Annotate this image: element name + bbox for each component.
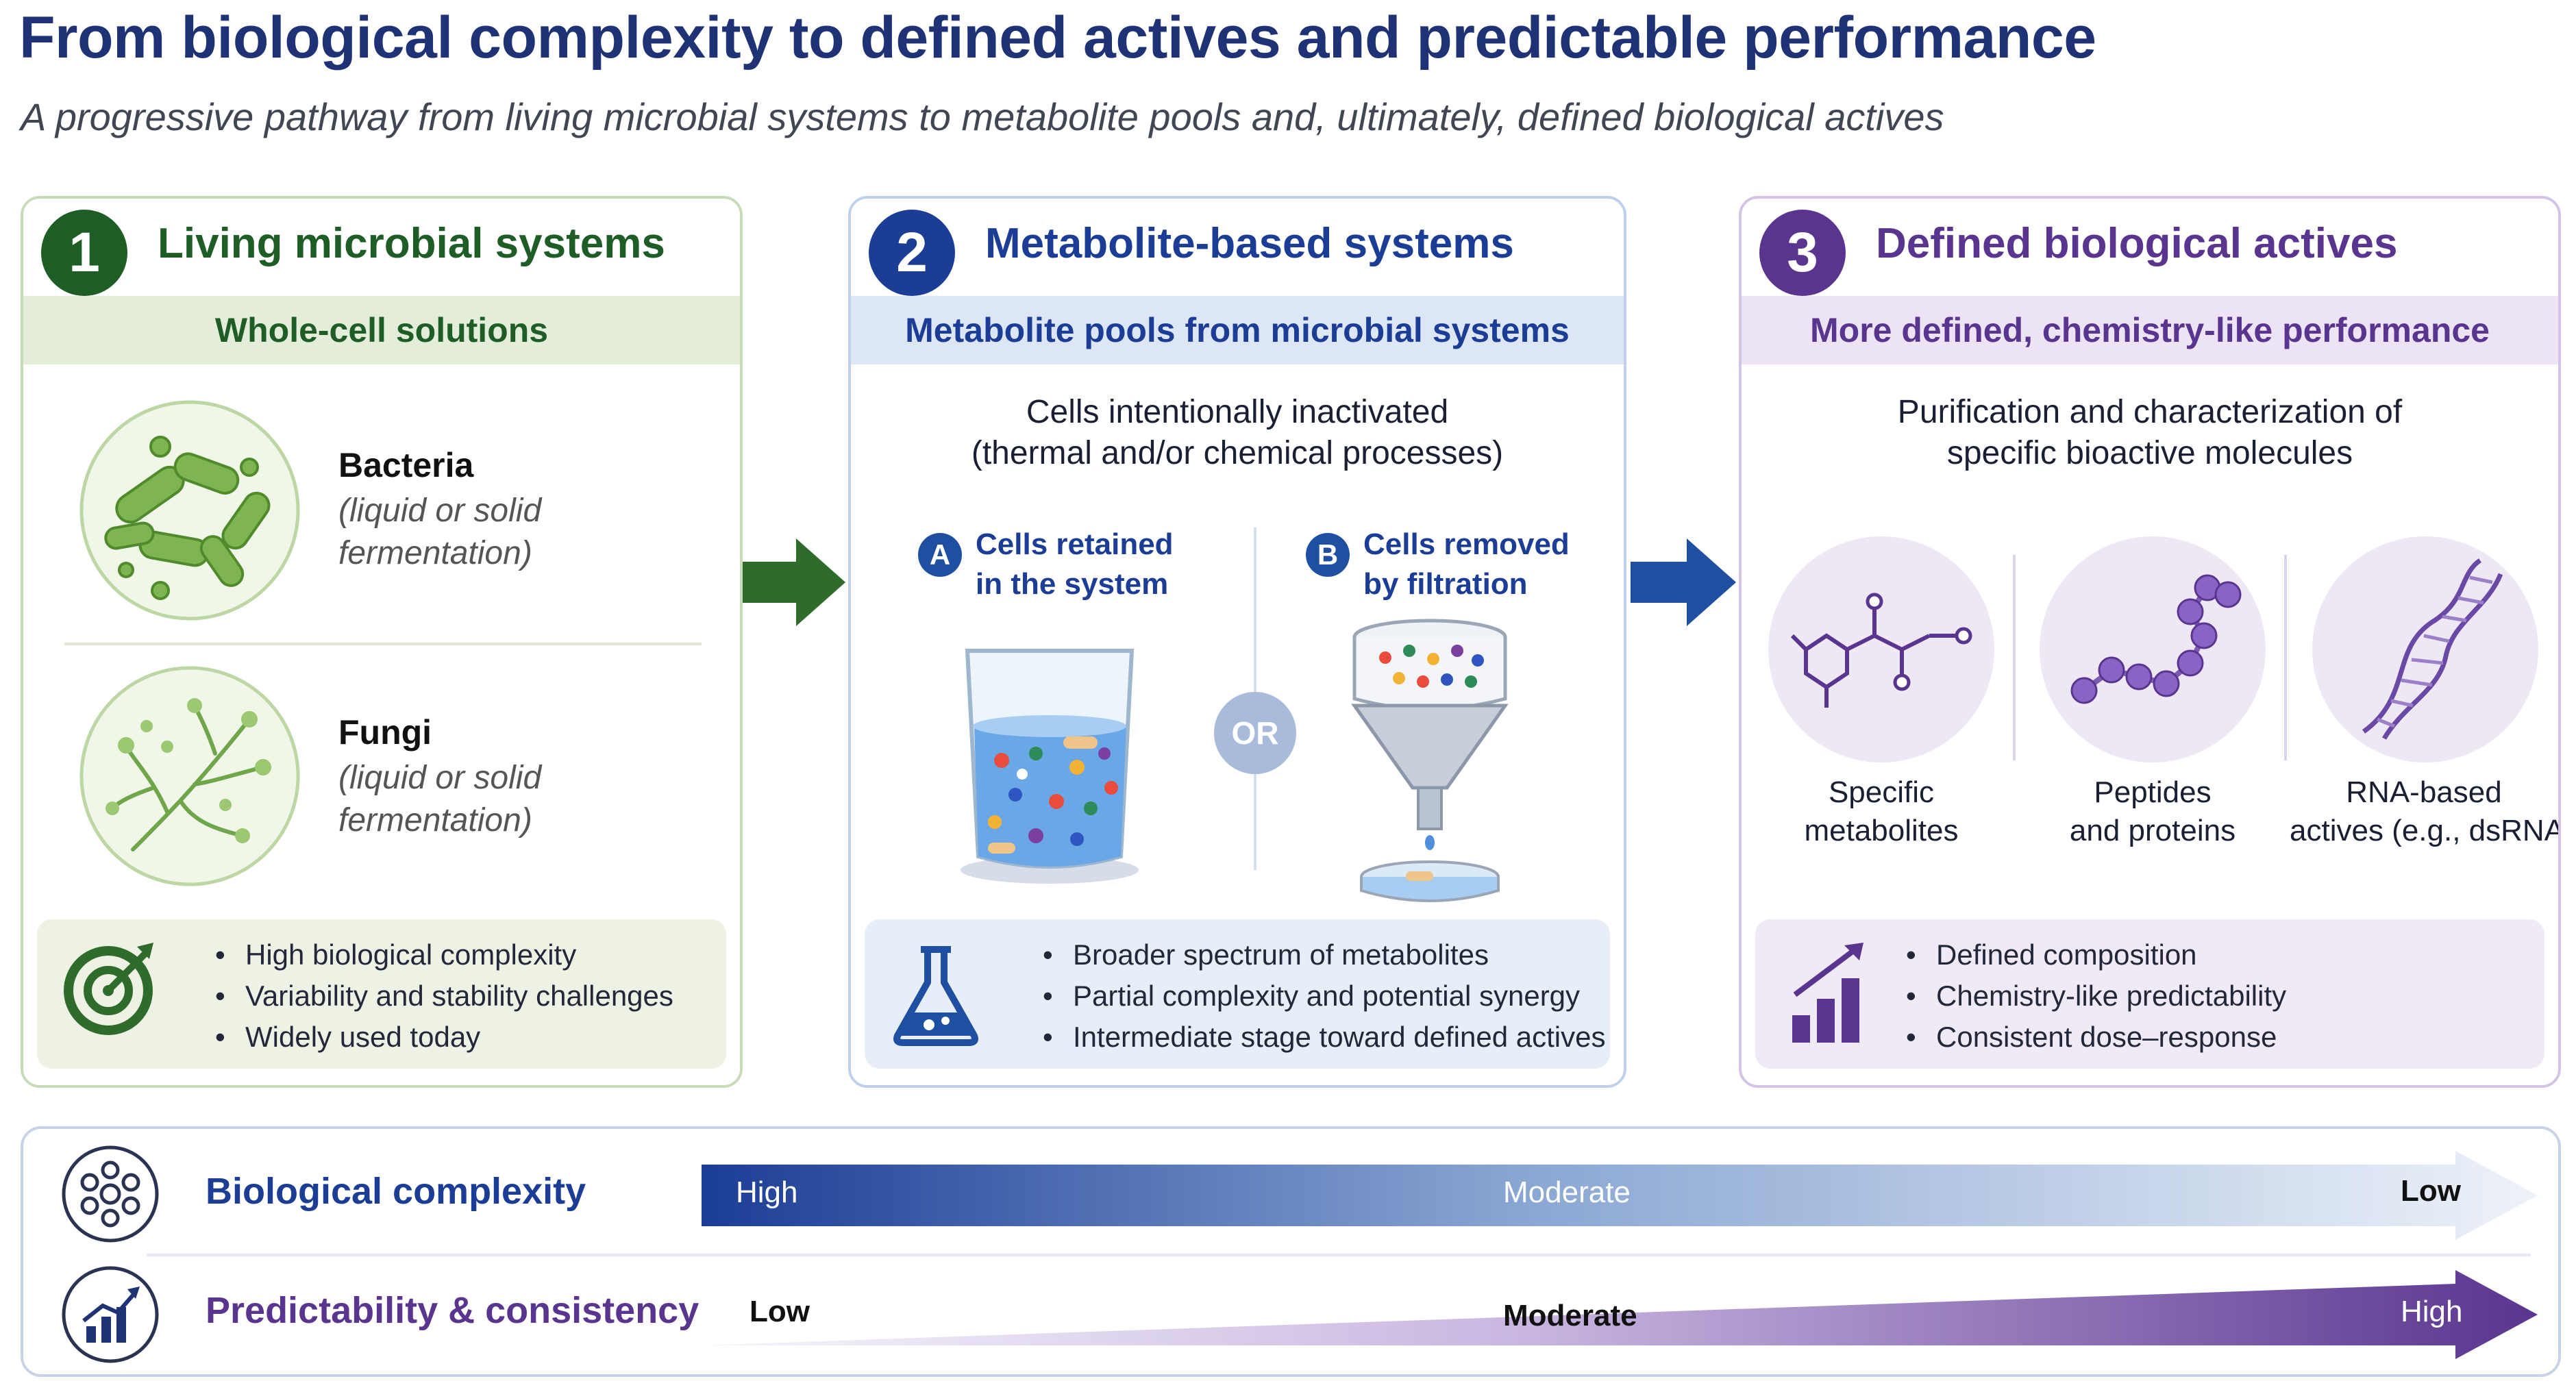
bullet-list: High biological complexity Variability a… — [215, 934, 673, 1058]
bullet-item: Partial complexity and potential synergy — [1043, 975, 1605, 1017]
molecule-icon — [1768, 536, 1994, 762]
panel-band: More defined, chemistry-like performance — [1742, 296, 2558, 364]
option-label: Cells removed — [1363, 527, 1570, 561]
option-letter-badge: A — [918, 533, 962, 577]
panel-band: Metabolite pools from microbial systems — [851, 296, 1624, 364]
or-badge: OR — [1214, 692, 1296, 774]
fungi-icon — [79, 666, 300, 886]
target-icon — [64, 943, 153, 1035]
item-label: metabolites — [1804, 814, 1959, 847]
scale-start-value: Low — [750, 1295, 810, 1328]
cell-cluster-icon — [62, 1145, 159, 1243]
scale-mid-value: Moderate — [1503, 1176, 1631, 1209]
bacteria-icon — [79, 400, 300, 621]
divider — [64, 643, 702, 645]
bullet-list: Broader spectrum of metabolites Partial … — [1043, 934, 1605, 1058]
bullet-item: Chemistry-like predictability — [1906, 975, 2286, 1017]
scale-label: Biological complexity — [206, 1171, 586, 1212]
page-subtitle: A progressive pathway from living microb… — [21, 95, 1944, 138]
item-label: and proteins — [2069, 814, 2236, 847]
bullet-item: Broader spectrum of metabolites — [1043, 934, 1605, 975]
step-number-badge: 3 — [1759, 210, 1846, 296]
panel-defined-biological-actives: 3 Defined biological actives More define… — [1739, 196, 2561, 1088]
summary-box: High biological complexity Variability a… — [37, 919, 726, 1069]
step-number-badge: 2 — [869, 210, 955, 296]
bullet-item: Intermediate stage toward defined active… — [1043, 1017, 1605, 1058]
bullet-item: High biological complexity — [215, 934, 673, 975]
panel-title: Defined biological actives — [1876, 220, 2398, 267]
arrow-right-icon — [1631, 538, 1736, 626]
trend-chart-icon — [62, 1266, 159, 1363]
bar-chart-icon — [1792, 943, 1863, 1043]
summary-box: Broader spectrum of metabolites Partial … — [865, 919, 1610, 1069]
scale-start-value: High — [736, 1176, 798, 1209]
scale-end-value: High — [2401, 1295, 2463, 1328]
complexity-gradient-arrow — [702, 1151, 2538, 1240]
predictability-gradient-arrow — [702, 1270, 2538, 1359]
scale-mid-value: Moderate — [1503, 1299, 1637, 1332]
bullet-item: Consistent dose–response — [1906, 1017, 2286, 1058]
flask-icon — [893, 946, 978, 1046]
panel-metabolite-based-systems: 2 Metabolite-based systems Metabolite po… — [848, 196, 1626, 1088]
bullet-item: Widely used today — [215, 1017, 673, 1058]
option-label: in the system — [976, 567, 1169, 601]
organism-name: Fungi — [338, 713, 432, 751]
divider — [147, 1254, 2531, 1256]
option-letter-badge: B — [1306, 533, 1350, 577]
divider — [2284, 555, 2287, 760]
dna-helix-icon — [2312, 536, 2538, 762]
divider — [2013, 555, 2016, 760]
peptide-chain-icon — [2040, 536, 2266, 762]
item-label: RNA-based — [2346, 775, 2502, 809]
intro-text: Cells intentionally inactivated — [1026, 394, 1449, 430]
step-number-badge: 1 — [41, 210, 127, 296]
organism-name: Bacteria — [338, 446, 474, 484]
panel-band: Whole-cell solutions — [23, 296, 740, 364]
option-label: Cells retained — [976, 527, 1174, 561]
scale-label: Predictability & consistency — [206, 1290, 699, 1331]
item-label: actives (e.g., dsRNA) — [2290, 814, 2561, 847]
intro-text: (thermal and/or chemical processes) — [971, 435, 1504, 471]
scale-end-value: Low — [2401, 1174, 2461, 1208]
comparison-scale: Biological complexity High Moderate Low … — [21, 1126, 2561, 1377]
arrow-right-icon — [740, 538, 845, 626]
panel-living-microbial-systems: 1 Living microbial systems Whole-cell so… — [21, 196, 743, 1088]
intro-text: specific bioactive molecules — [1946, 435, 2353, 471]
item-label: Peptides — [2094, 775, 2212, 809]
organism-detail: fermentation) — [338, 802, 532, 838]
bullet-item: Variability and stability challenges — [215, 975, 673, 1017]
filter-funnel-icon — [1351, 619, 1509, 902]
summary-box: Defined composition Chemistry-like predi… — [1755, 919, 2544, 1069]
page-title: From biological complexity to defined ac… — [19, 5, 2096, 71]
panel-title: Metabolite-based systems — [985, 220, 1514, 267]
organism-detail: (liquid or solid — [338, 493, 542, 529]
bullet-item: Defined composition — [1906, 934, 2286, 975]
option-label: by filtration — [1363, 567, 1528, 601]
organism-detail: (liquid or solid — [338, 760, 542, 796]
item-label: Specific — [1828, 775, 1935, 809]
beaker-icon — [961, 649, 1139, 884]
bullet-list: Defined composition Chemistry-like predi… — [1906, 934, 2286, 1058]
intro-text: Purification and characterization of — [1897, 394, 2403, 430]
organism-detail: fermentation) — [338, 535, 532, 571]
panel-title: Living microbial systems — [158, 220, 665, 267]
